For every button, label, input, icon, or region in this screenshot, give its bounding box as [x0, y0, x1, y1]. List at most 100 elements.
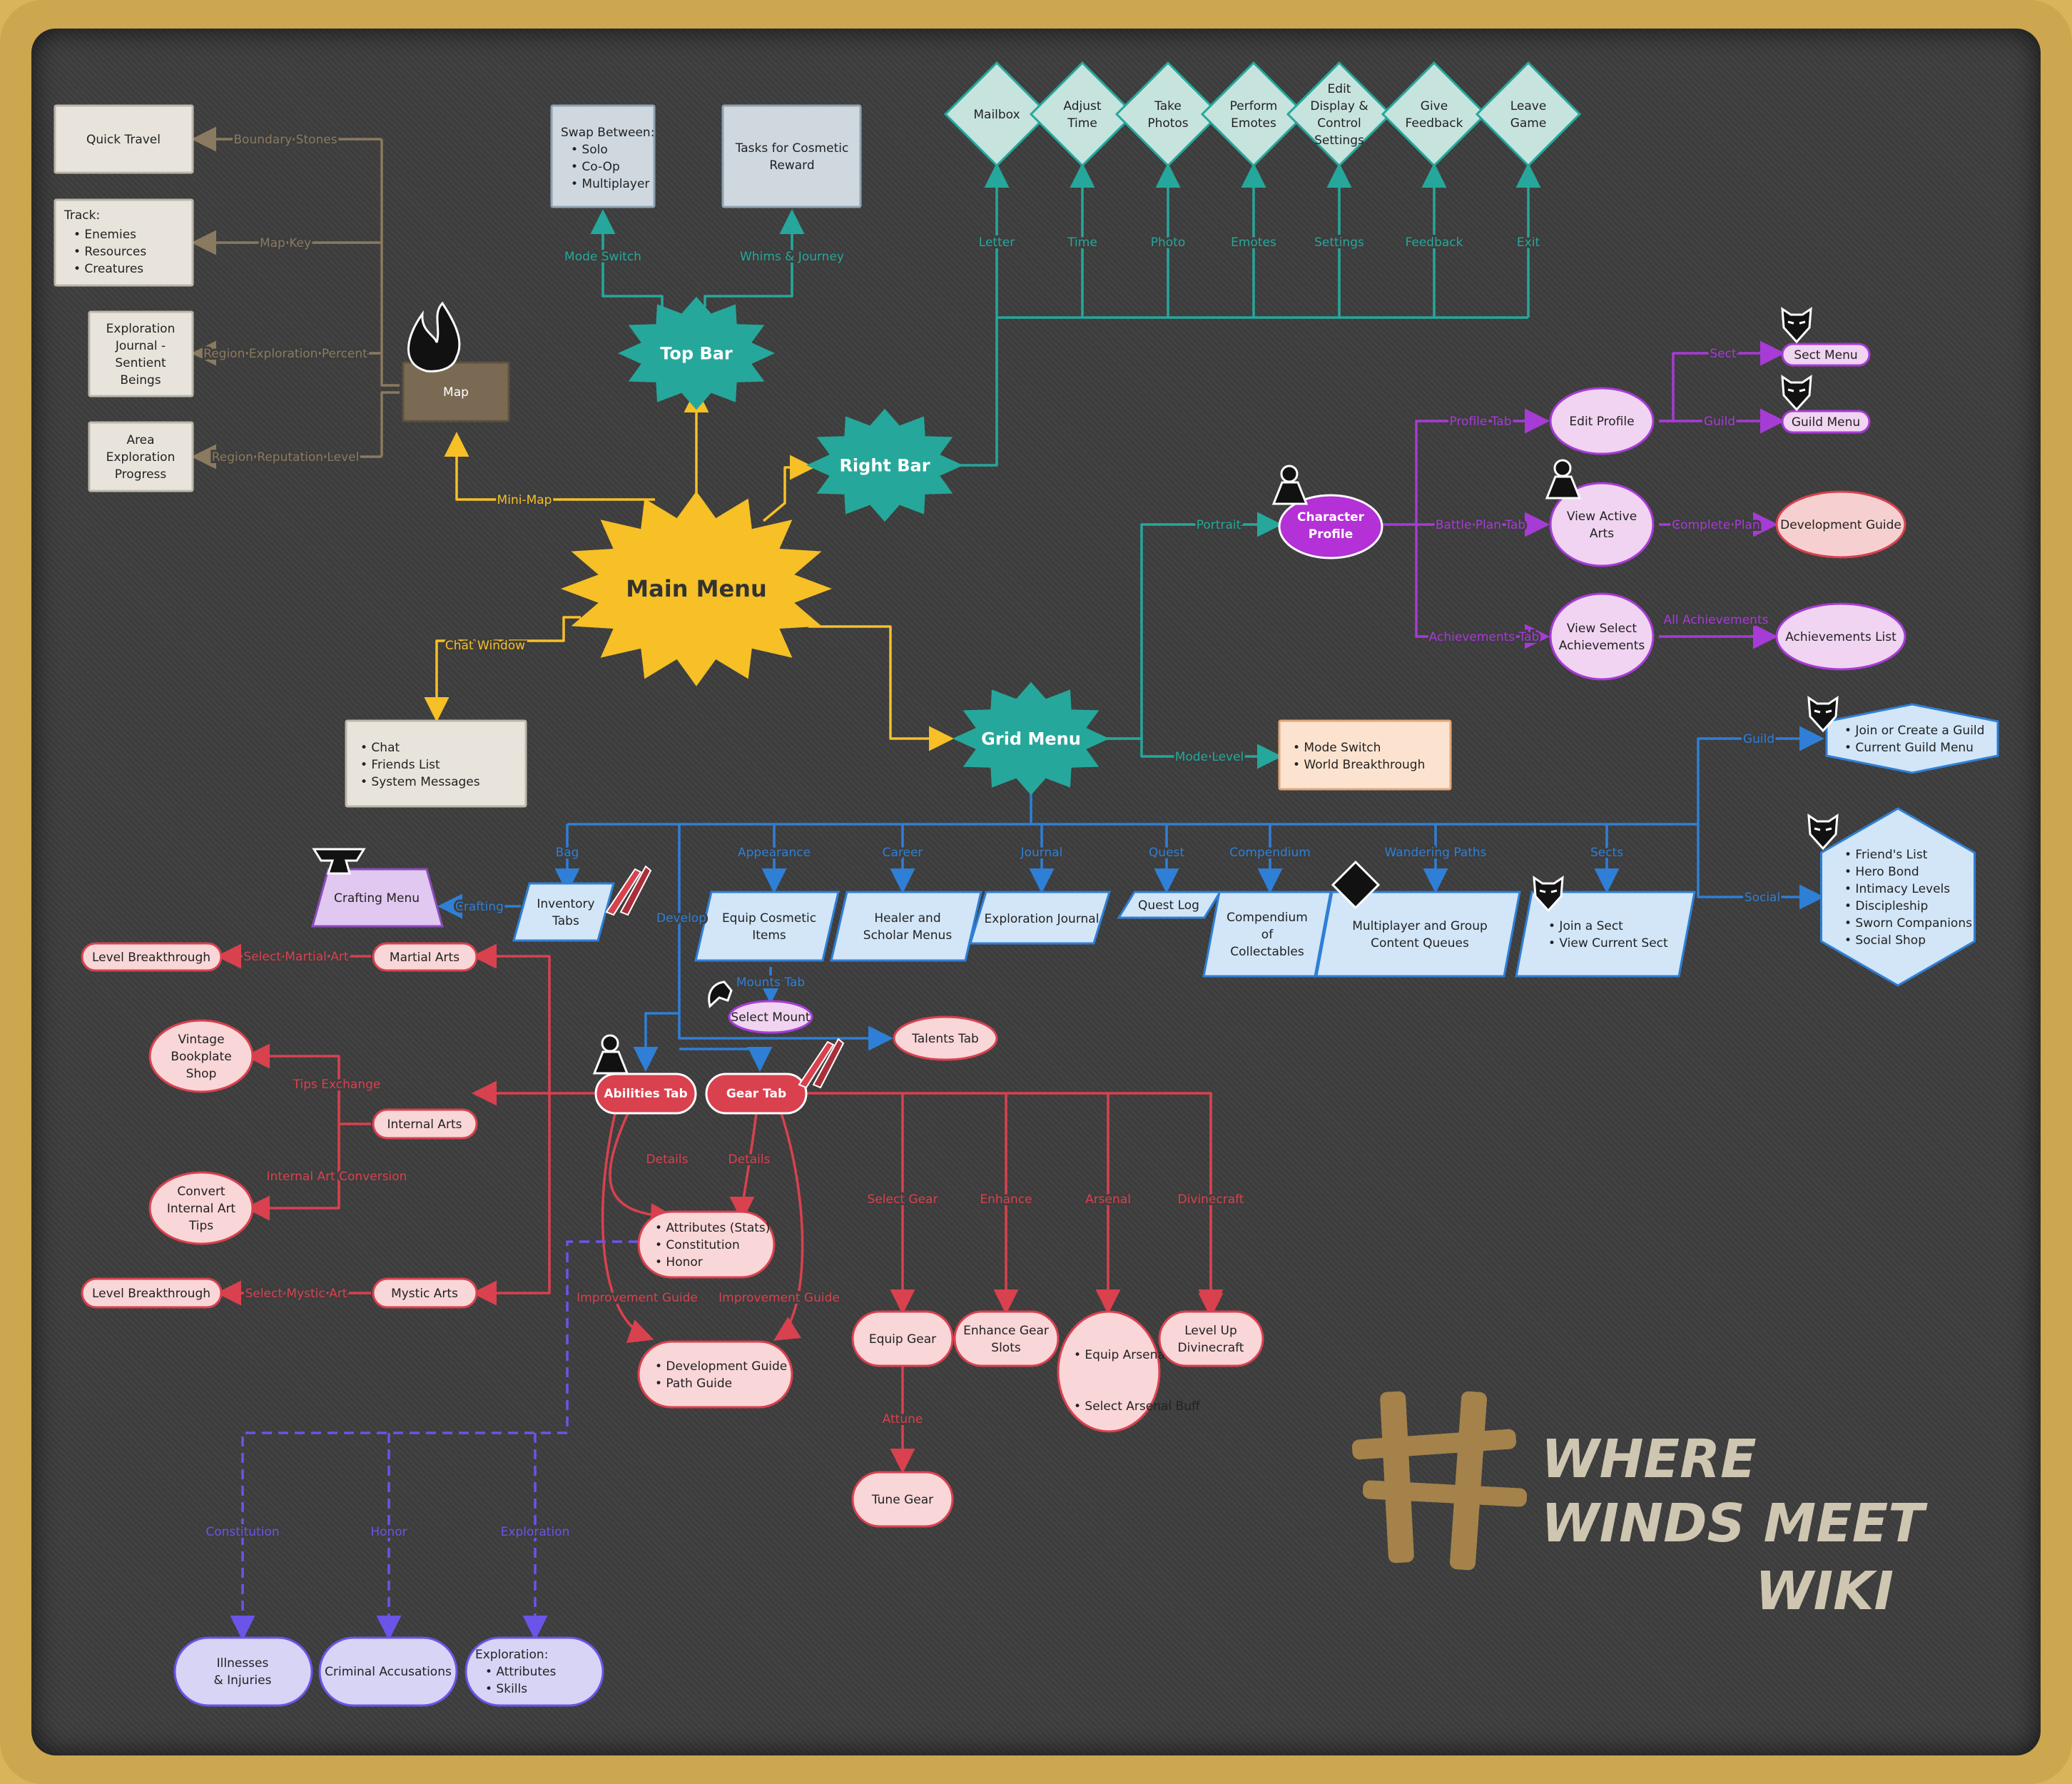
multiplayer-diamond-icon: [1331, 860, 1381, 910]
node-label-cont: Collectables: [1230, 945, 1304, 959]
node-label: • World Breakthrough: [1293, 758, 1425, 772]
node-label: • Discipleship: [1844, 899, 1928, 913]
stats-node[interactable]: • Attributes (Stats)• Constitution• Hono…: [637, 1210, 776, 1279]
guild-hex[interactable]: • Join or Create a Guild• Current Guild …: [1825, 703, 1999, 774]
edge-label-gear-0: Select Gear: [868, 1192, 938, 1207]
right-bar-node[interactable]: Right Bar: [806, 408, 963, 522]
map-child-0[interactable]: Quick Travel: [54, 104, 194, 174]
node-label: Map: [443, 385, 469, 400]
mode-box[interactable]: • Mode Switch• World Breakthrough: [1278, 719, 1452, 791]
node-label: • Intimacy Levels: [1844, 882, 1950, 896]
guild-menu-node[interactable]: Guild Menu: [1781, 410, 1871, 434]
journal-node[interactable]: Exploration Journal: [968, 891, 1112, 945]
gear-sword-icon: [798, 1038, 845, 1089]
map-child-1[interactable]: Track:• Enemies• Resources• Creatures: [54, 198, 194, 287]
mystic-arts-node[interactable]: Mystic Arts: [372, 1277, 478, 1309]
exploration-node[interactable]: Exploration:• Attributes• Skills: [464, 1636, 604, 1707]
top-bar-node[interactable]: Top Bar: [618, 296, 775, 410]
node-label: Tasks for Cosmetic: [735, 141, 849, 156]
map-node[interactable]: Map: [402, 361, 510, 422]
node-label: • Solo: [571, 143, 608, 157]
chat-box[interactable]: • Chat• Friends List• System Messages: [345, 719, 527, 808]
level-breakthrough-2[interactable]: Level Breakthrough: [81, 1277, 223, 1309]
criminal-node[interactable]: Criminal Accusations: [318, 1636, 458, 1707]
martial-arts-node[interactable]: Martial Arts: [372, 942, 478, 972]
grid-menu-node[interactable]: Grid Menu: [953, 681, 1109, 796]
equip-gear-node[interactable]: Equip Gear: [851, 1310, 954, 1367]
edge-label-modeswitch: Mode Switch: [564, 250, 641, 264]
edge-grid-guild: [1697, 726, 1824, 824]
edge-label-dash-0: Constitution: [205, 1525, 279, 1539]
dev-guide-node[interactable]: Development Guide: [1775, 490, 1906, 559]
sect-menu-node[interactable]: Sect Menu: [1781, 343, 1871, 367]
edge-label-map-2: Region Exploration Percent: [203, 347, 367, 361]
social-hex-mask-icon: [1807, 814, 1839, 851]
edge-main-rightbar: [762, 455, 815, 522]
talents-node[interactable]: Talents Tab: [893, 1015, 998, 1061]
social-hex[interactable]: • Friend's List• Hero Bond• Intimacy Lev…: [1820, 807, 1976, 987]
node-label: Vintage: [178, 1033, 224, 1047]
quest-node[interactable]: Quest Log: [1117, 891, 1222, 919]
internal-arts-node[interactable]: Internal Arts: [372, 1108, 478, 1140]
select-mount-node[interactable]: Select Mount: [728, 1000, 813, 1034]
logo: WHERE WINDS MEET WIKI: [1351, 1391, 1928, 1622]
level-breakthrough-1[interactable]: Level Breakthrough: [81, 942, 223, 972]
swap-box[interactable]: Swap Between:• Solo• Co-Op• Multiplayer: [550, 104, 656, 208]
ach-list-node[interactable]: Achievements List: [1775, 602, 1906, 671]
edge-label-rightbar-6: Exit: [1517, 235, 1540, 250]
guild-hex-mask-icon: [1807, 696, 1839, 733]
gear-tab-node[interactable]: Gear Tab: [705, 1073, 808, 1115]
guides-node[interactable]: • Development Guide• Path Guide: [637, 1340, 793, 1409]
crafting-node[interactable]: Crafting Menu: [311, 868, 444, 928]
edge-label-grid-4: Quest: [1149, 846, 1184, 860]
node-label: Multiplayer and Group: [1352, 919, 1488, 933]
node-label-cont: Game: [1510, 116, 1547, 131]
node-label: Main Menu: [626, 575, 766, 602]
main-menu-node[interactable]: Main Menu: [561, 491, 832, 686]
edge-ab-details: [609, 1113, 676, 1229]
node-label: • Select Arsenal Buff: [1074, 1399, 1201, 1414]
node-label: Quick Travel: [86, 133, 161, 147]
node-label: • Social Shop: [1844, 933, 1926, 948]
node-label: • Co-Op: [571, 160, 620, 174]
edge-dash-const: [230, 1240, 639, 1641]
edge-label-guild: Guild: [1704, 415, 1735, 429]
edge-main-map: [444, 432, 655, 501]
rightbar-item-0[interactable]: Mailbox: [943, 61, 1050, 168]
node-label: Exploration: [106, 322, 176, 336]
abilities-tab-node[interactable]: Abilities Tab: [594, 1073, 697, 1115]
sects-node[interactable]: • Join a Sect• View Current Sect: [1515, 891, 1696, 978]
edge-main-grid: [808, 625, 954, 751]
edge-edit-sect: [1659, 340, 1785, 422]
tune-gear-node[interactable]: Tune Gear: [851, 1471, 954, 1528]
node-label-cont: Profile: [1309, 527, 1353, 542]
illness-node[interactable]: Illnesses& Injuries: [173, 1636, 313, 1707]
node-label-cont: Shop: [186, 1067, 217, 1081]
node-label: Talents Tab: [911, 1032, 979, 1046]
node-label-cont: Progress: [115, 467, 167, 482]
edit-profile-node[interactable]: Edit Profile: [1549, 387, 1655, 455]
node-label: Mystic Arts: [391, 1287, 458, 1301]
